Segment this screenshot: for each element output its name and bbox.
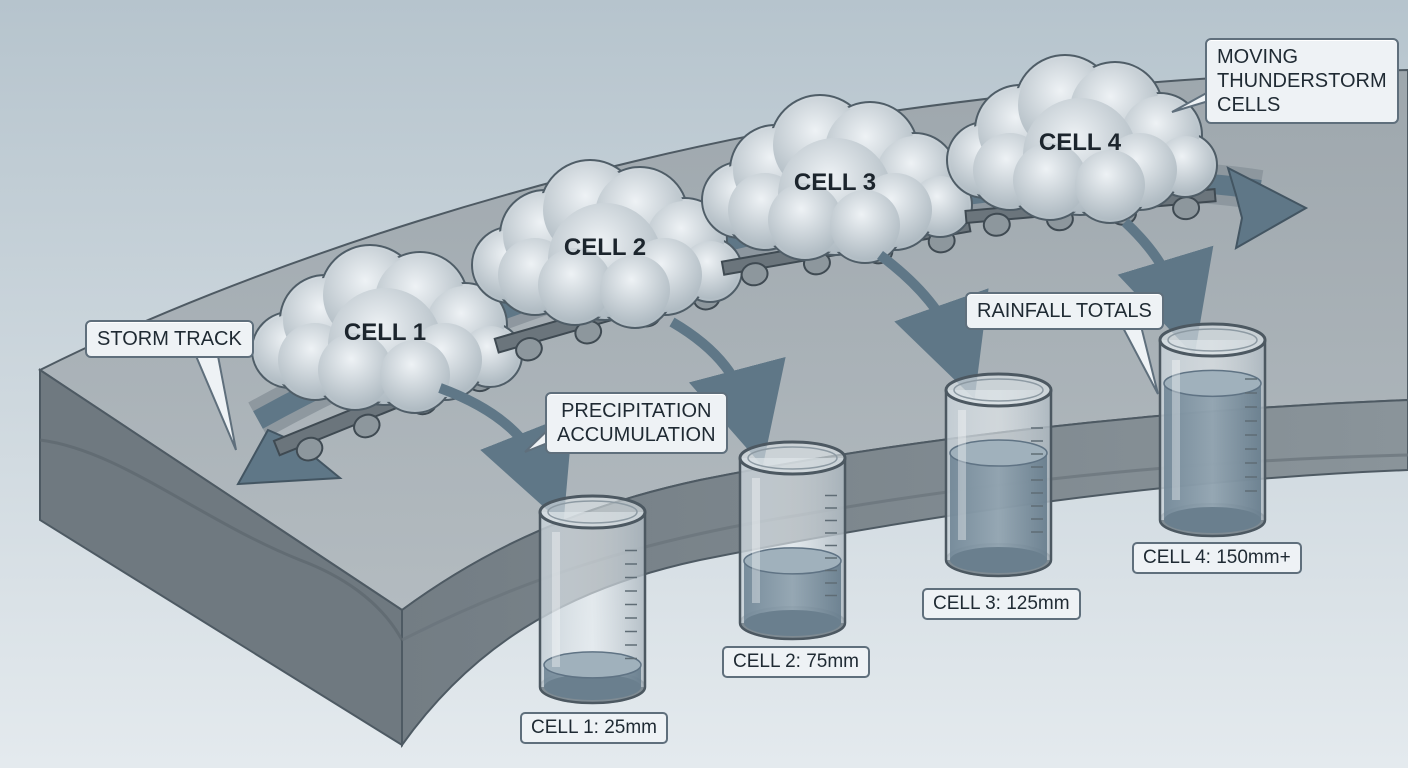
cloud-4 [946, 54, 1218, 224]
callout-precip-line-1: PRECIPITATION [561, 400, 712, 422]
callout-rainfall-text: RAINFALL TOTALS [977, 300, 1152, 322]
storm-cell-2: CELL 2 [471, 159, 743, 362]
callout-storm-track-text: STORM TRACK [97, 328, 242, 350]
gauge-water-4 [1164, 383, 1261, 520]
rain-gauge-2 [738, 440, 847, 641]
callout-precip-line-2: ACCUMULATION [557, 424, 716, 446]
callout-moving-cells: MOVING THUNDERSTORM CELLS [1205, 38, 1399, 124]
rain-gauge-4 [1158, 322, 1267, 538]
cloud-2 [471, 159, 743, 329]
rain-gauge-1 [538, 494, 647, 705]
precipitation-arrows [438, 218, 1214, 525]
gauge-label-cell-4: CELL 4: 150mm+ [1132, 542, 1302, 574]
cell-name-1: CELL 1 [344, 319, 426, 346]
precip-arrow-2 [669, 317, 786, 467]
storm-cell-3: CELL 3 [701, 94, 973, 287]
callout-storm-track: STORM TRACK [85, 320, 254, 358]
gauge-label-cell-1: CELL 1: 25mm [520, 712, 669, 744]
cell-name-3: CELL 3 [794, 169, 876, 196]
cell-name-2: CELL 2 [564, 234, 646, 261]
gauge-label-cell-2: CELL 2: 75mm [722, 646, 871, 678]
storm-cell-4: CELL 4 [946, 54, 1218, 237]
rain-gauge-3 [944, 372, 1053, 578]
callout-moving-line-2: THUNDERSTORM [1217, 70, 1387, 92]
callout-rainfall-totals: RAINFALL TOTALS [965, 292, 1164, 330]
callout-precipitation: PRECIPITATION ACCUMULATION [545, 392, 728, 454]
cloud-3 [701, 94, 973, 264]
gauge-label-cell-3: CELL 3: 125mm [922, 588, 1081, 620]
track-arrowhead-right [1226, 166, 1309, 250]
cell-name-4: CELL 4 [1039, 129, 1122, 156]
precip-arrow-4 [1117, 218, 1214, 356]
precip-arrow-1 [438, 383, 574, 525]
gauge-water-3 [950, 453, 1047, 560]
callout-moving-line-1: MOVING [1217, 46, 1299, 68]
precip-arrow-3 [876, 251, 989, 400]
callout-moving-line-3: CELLS [1217, 94, 1281, 116]
